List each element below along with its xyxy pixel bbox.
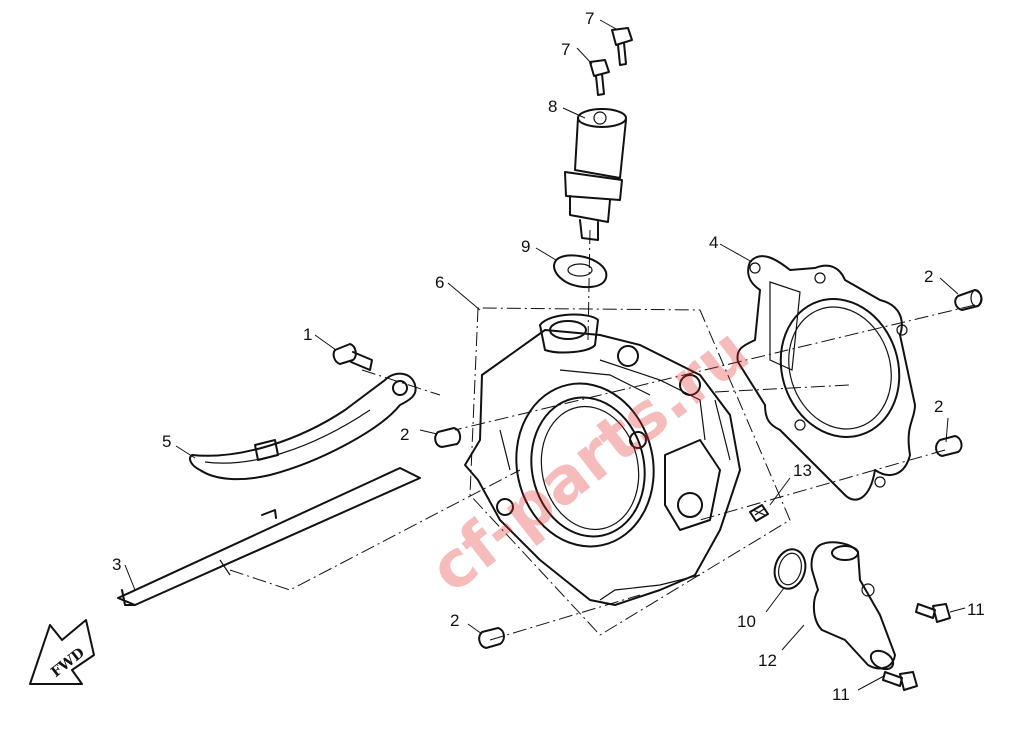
dowel-pin-2-mid-right [935, 435, 963, 457]
callout-10: 10 [737, 612, 756, 631]
o-ring-10 [773, 548, 807, 590]
callout-9: 9 [521, 237, 530, 256]
alignment-lines [229, 229, 976, 641]
cylinder-block-6 [464, 313, 741, 606]
water-pipe-12 [810, 541, 896, 671]
cylinder-gasket-4 [736, 255, 916, 501]
dowel-axis-upper [454, 304, 976, 431]
dowel-pin-2-left [434, 427, 462, 448]
callout-11-upper: 11 [967, 600, 985, 619]
callout-7-lower: 7 [561, 40, 570, 59]
callout-2-left: 2 [400, 425, 409, 444]
callout-2-bottom: 2 [450, 611, 459, 630]
cylinder-group-outline [469, 307, 791, 636]
callout-12: 12 [758, 651, 777, 670]
dowel-axis-lower [489, 594, 641, 641]
callout-13: 13 [793, 461, 812, 480]
bolt-7-upper [611, 27, 633, 66]
callout-3: 3 [112, 555, 121, 574]
dowel-pin-2-bottom [478, 627, 505, 649]
leader-lines [124, 19, 966, 691]
bolt-11-lower [882, 671, 918, 691]
callout-labels: 7 7 8 9 4 2 6 1 2 2 5 13 3 10 11 2 12 11 [112, 9, 985, 704]
bolt-axis [361, 369, 441, 396]
callout-1: 1 [303, 325, 312, 344]
callout-2-upper-right: 2 [924, 267, 933, 286]
chain-guide-5 [189, 372, 417, 481]
chain-guide-3 [117, 467, 421, 606]
gasket-axis [714, 384, 851, 393]
callout-6: 6 [435, 273, 444, 292]
bolt-1 [332, 343, 373, 371]
callout-8: 8 [548, 97, 557, 116]
tensioner-gasket-9 [553, 254, 608, 289]
dowel-axis-mid [699, 449, 946, 521]
bolt-7-lower [589, 59, 610, 96]
bolt-11-upper [915, 603, 951, 623]
callout-11-lower: 11 [832, 685, 850, 704]
callout-2-mid-right: 2 [934, 397, 943, 416]
fwd-arrow-icon: FWD [29, 619, 95, 685]
tensioner-axis [587, 229, 591, 341]
fitting-13 [749, 504, 769, 522]
callout-5: 5 [162, 432, 171, 451]
callout-4: 4 [709, 233, 718, 252]
dowel-pin-2-upper-right [954, 289, 983, 311]
callout-7-upper: 7 [585, 9, 594, 28]
chain-tensioner-8 [564, 108, 627, 241]
